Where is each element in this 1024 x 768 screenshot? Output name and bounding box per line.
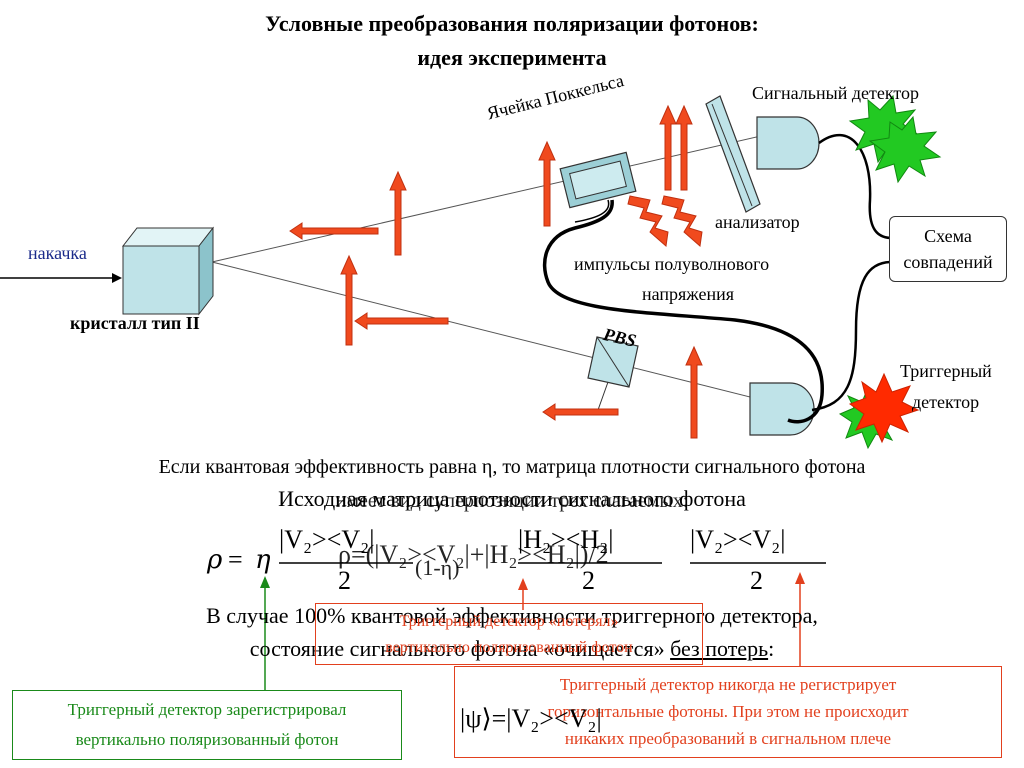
callout-registered-line-2: вертикально поляризованный фотон (75, 730, 339, 749)
title-line-2: идея эксперимента (417, 45, 607, 70)
callout-never-line-2: горизонтальные фотоны. При этом не проис… (547, 702, 909, 721)
crystal-label: кристалл тип II (70, 313, 200, 333)
callout-leaders (260, 572, 805, 690)
pulses-label-line-2: напряжения (642, 284, 735, 304)
formula-term3-denominator: 2 (750, 566, 763, 595)
pump-arrow (0, 273, 122, 283)
callout-lost-line-2: вертикально поляризованный фотон (385, 639, 633, 656)
trigger-detector-body (749, 382, 815, 436)
callout-registered-vertical: Триггерный детектор зарегистрировал верт… (12, 690, 402, 760)
pbs-cube (587, 336, 639, 411)
coincidence-label-line-2: совпадений (903, 252, 993, 272)
signal-beam-line (211, 134, 766, 263)
callout-never-registers: Триггерный детектор никогда не регистрир… (454, 666, 1002, 758)
case-line-1: В случае 100% квантовой эффективности тр… (206, 603, 818, 628)
analyzer-plate (705, 95, 761, 213)
formula-eta: η (255, 545, 271, 575)
polarization-arrows (289, 104, 703, 439)
signal-detector-burst (848, 94, 942, 184)
case-line-2-start: состояние сигнального фотона «очищается» (249, 636, 671, 661)
case-line-2-underlined: без потерь (670, 636, 769, 661)
formula-term3-numerator: |V₂><V₂| (690, 525, 786, 554)
formula-term1-numerator: |V₂><V₂| (279, 525, 375, 554)
formula-overlap: ρ=(|V₂><V₂|+|H₂><H₂|)/2 (338, 540, 609, 569)
formula-eq: = (228, 545, 243, 574)
case-line-2-end: : (768, 636, 775, 661)
case-line-2: состояние сигнального фотона «очищается»… (0, 636, 1024, 662)
efficiency-line: Если квантовая эффективность равна η, то… (158, 456, 866, 478)
formula-term2-numerator: |H₂><H₂| (518, 525, 614, 554)
callout-never-line-1: Триггерный детектор никогда не регистрир… (559, 675, 897, 694)
psi-formula: |ψ⟩=|V₂><V₂| (460, 704, 602, 733)
pulses-label-line-1: импульсы полуволнового (574, 254, 770, 274)
pump-label: накачка (28, 243, 87, 263)
analyzer-label: анализатор (715, 212, 800, 232)
coincidence-circuit-box: Схема совпадений (889, 216, 1007, 282)
callout-registered-line-1: Триггерный детектор зарегистрировал (67, 700, 347, 719)
trigger-detector-burst (838, 372, 920, 450)
overlap-initial-text: Исходная матрица плотности сигнального ф… (278, 486, 746, 511)
crystal-cube (121, 226, 215, 316)
title-line-1: Условные преобразования поляризации фото… (265, 11, 759, 36)
trigger-label-line-1: Триггерный (900, 361, 992, 381)
formula-overlap-factor: (1-η) (415, 555, 460, 580)
pockels-cell (559, 151, 637, 209)
coincidence-label-line-1: Схема (924, 226, 972, 246)
formula-term1-denominator: 2 (338, 566, 351, 595)
signal-detector-body (756, 116, 820, 170)
callout-never-line-3: никаких преобразований в сигнальном плеч… (564, 729, 892, 748)
overlap-form-text: имеет вид суперпозиции трех слагаемых: (335, 490, 689, 512)
trigger-label-line-2: детектор (912, 392, 980, 412)
idler-beam-line (211, 261, 771, 403)
callout-lost-line-1: Триггерный детектор «потерял» (399, 613, 619, 630)
wires (542, 133, 893, 424)
signal-detector-label: Сигнальный детектор (752, 83, 919, 103)
formula-term2-denominator: 2 (582, 566, 595, 595)
callout-lost-photon: Триггерный детектор «потерял» вертикальн… (315, 603, 703, 665)
formula-rho: ρ (207, 545, 223, 575)
voltage-pulse-icons (627, 195, 703, 247)
